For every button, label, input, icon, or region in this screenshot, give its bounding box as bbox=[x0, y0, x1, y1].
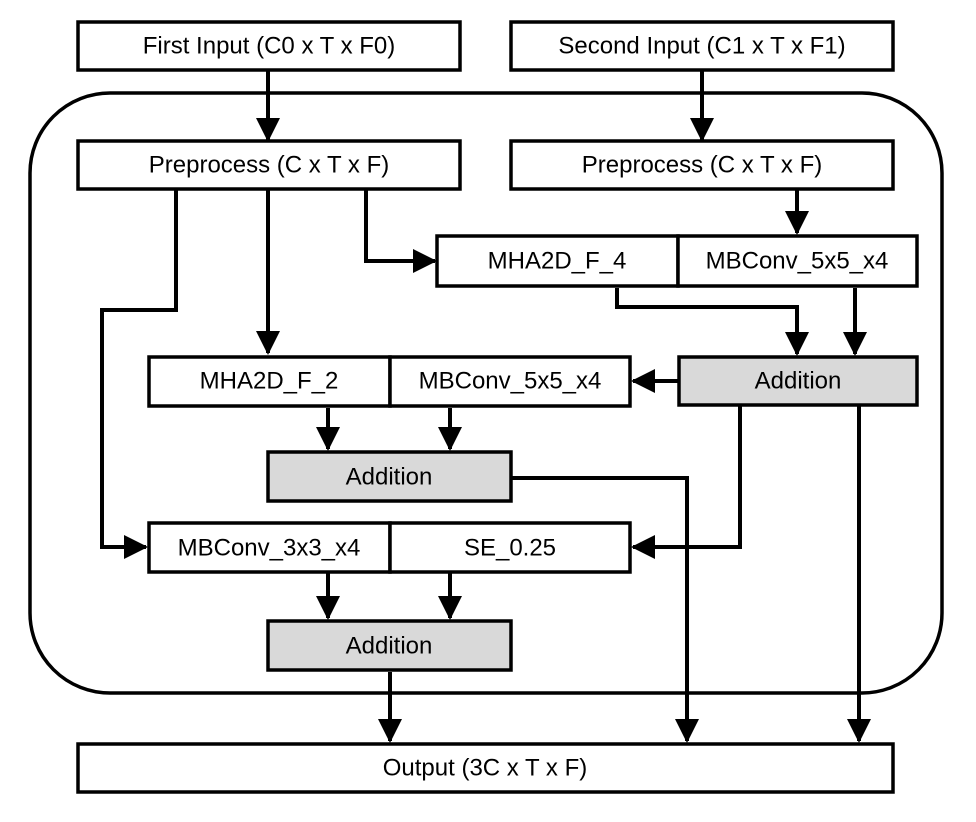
node-second-input: Second Input (C1 x T x F1) bbox=[509, 20, 895, 72]
mbconv-5x5-x4-mid-label: MBConv_5x5_x4 bbox=[419, 368, 602, 395]
addition-right-label: Addition bbox=[755, 368, 842, 395]
edge-preprocess-left-to-mbconv3x3 bbox=[100, 190, 178, 559]
mha2d-f4-label: MHA2D_F_4 bbox=[488, 248, 627, 275]
edge-preprocess-left-to-mha2d-f4 bbox=[364, 190, 437, 273]
output-label: Output (3C x T x F) bbox=[383, 755, 588, 782]
preprocess-left-label: Preprocess (C x T x F) bbox=[149, 152, 390, 179]
node-first-input: First Input (C0 x T x F0) bbox=[76, 20, 462, 72]
addition-mid-label: Addition bbox=[346, 464, 433, 491]
node-preprocess-left: Preprocess (C x T x F) bbox=[76, 139, 462, 191]
block-container bbox=[28, 91, 944, 695]
edge-mha2d-f4-to-addition bbox=[615, 288, 809, 356]
first-input-label: First Input (C0 x T x F0) bbox=[143, 33, 396, 60]
node-mha2d-f2: MHA2D_F_2 bbox=[147, 355, 392, 408]
node-se-0-25: SE_0.25 bbox=[388, 521, 632, 574]
node-preprocess-right: Preprocess (C x T x F) bbox=[509, 139, 895, 191]
mbconv-5x5-x4-top-label: MBConv_5x5_x4 bbox=[706, 248, 889, 275]
node-addition-bottom: Addition bbox=[266, 619, 513, 672]
node-mha2d-f4: MHA2D_F_4 bbox=[435, 234, 680, 288]
node-mbconv-5x5-x4-mid: MBConv_5x5_x4 bbox=[388, 355, 632, 408]
preprocess-right-label: Preprocess (C x T x F) bbox=[582, 152, 823, 179]
second-input-label: Second Input (C1 x T x F1) bbox=[558, 33, 845, 60]
node-output: Output (3C x T x F) bbox=[76, 742, 895, 794]
addition-bottom-label: Addition bbox=[346, 633, 433, 660]
edge-addition-right-to-se bbox=[631, 406, 742, 559]
mha2d-f2-label: MHA2D_F_2 bbox=[200, 368, 339, 395]
edges bbox=[100, 70, 871, 743]
node-mbconv-5x5-x4-top: MBConv_5x5_x4 bbox=[676, 234, 919, 288]
node-mbconv-3x3-x4: MBConv_3x3_x4 bbox=[147, 521, 392, 574]
node-addition-mid: Addition bbox=[266, 450, 513, 503]
node-addition-right: Addition bbox=[677, 355, 919, 407]
edge-addition-mid-to-output bbox=[512, 476, 699, 743]
mbconv-3x3-x4-label: MBConv_3x3_x4 bbox=[178, 535, 361, 562]
se-0-25-label: SE_0.25 bbox=[464, 535, 556, 562]
